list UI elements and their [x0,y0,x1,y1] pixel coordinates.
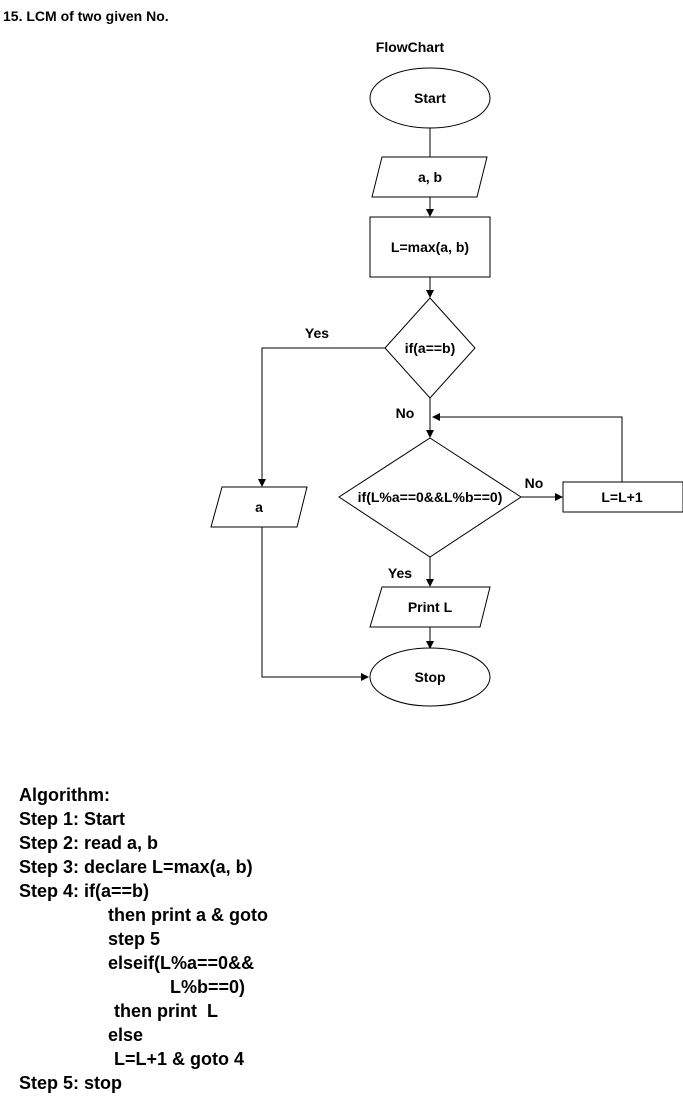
algorithm-title: Algorithm: [19,785,110,805]
decision1-label: if(a==b) [405,340,456,356]
assign-node: L=max(a, b) [369,216,491,278]
stop-label: Stop [414,669,445,685]
edge-label-d1-no: No [396,405,415,421]
algorithm-line: else [108,1025,144,1045]
page-heading: 15. LCM of two given No. [3,8,169,24]
decision2-label: if(L%a==0&&L%b==0) [358,489,503,505]
edge-output-stop [261,527,369,681]
flowchart-title: FlowChart [376,39,445,55]
output-a-node: a [210,486,308,528]
start-terminal: Start [369,67,491,129]
algorithm-line: L%b==0) [170,977,246,997]
assign-label: L=max(a, b) [391,239,469,255]
input-label: a, b [418,169,442,185]
edge-label-d2-no: No [525,475,544,491]
increment-node: L=L+1 [562,481,683,513]
start-label: Start [414,90,446,106]
algorithm-line: then print L [114,1001,218,1021]
algorithm-line: Step 5: stop [19,1073,123,1093]
algorithm-line: L=L+1 & goto 4 [114,1049,245,1069]
edge-increment-loop [432,413,623,482]
algorithm-section: Algorithm: Step 1: Start Step 2: read a,… [19,783,268,1095]
algorithm-line: then print a & goto [108,905,268,925]
print-l-node: Print L [369,586,491,628]
algorithm-line: elseif(L%a==0&& [108,953,255,973]
output-a-label: a [255,499,263,515]
algorithm-line: Step 3: declare L=max(a, b) [19,857,253,877]
stop-terminal: Stop [369,647,491,707]
input-node: a, b [371,156,488,198]
edge-decision1-yes [258,347,385,487]
algorithm-line: Step 1: Start [19,809,126,829]
algorithm-line: Step 4: if(a==b) [19,881,150,901]
algorithm-line: step 5 [108,929,161,949]
flowchart: FlowChart Start a, b L=max(a, b) if(a==b… [210,39,683,707]
decision-a-equals-b: if(a==b) [384,297,476,399]
edge-label-d2-yes: Yes [388,565,412,581]
increment-label: L=L+1 [601,489,642,505]
print-l-label: Print L [408,599,453,615]
algorithm-line: Step 2: read a, b [19,833,159,853]
decision-divisible: if(L%a==0&&L%b==0) [338,437,522,558]
edge-label-d1-yes: Yes [305,325,329,341]
